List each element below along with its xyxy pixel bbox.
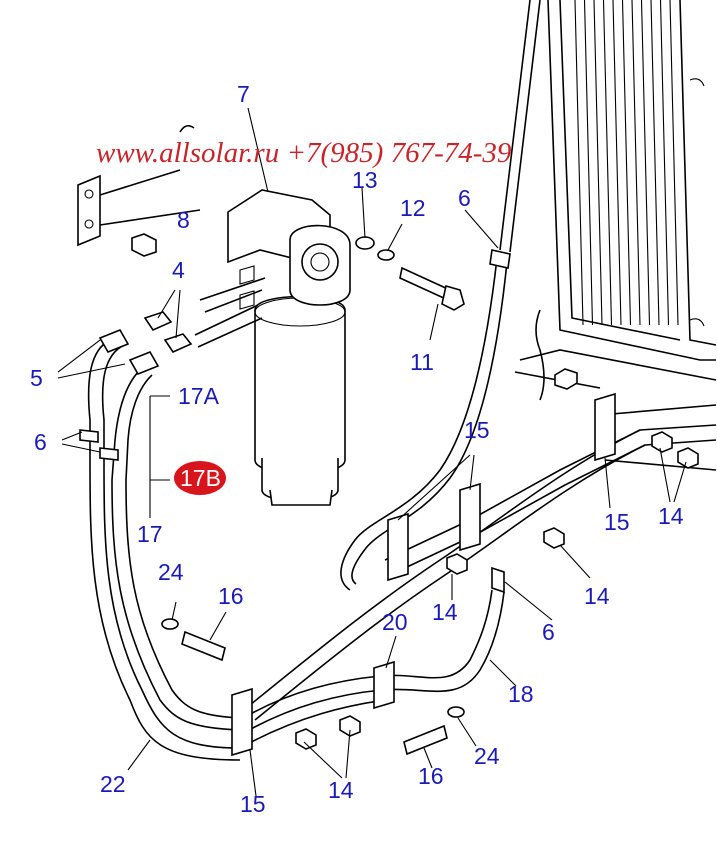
cooler-fin xyxy=(574,0,584,326)
callout-18: 18 xyxy=(508,681,534,707)
spacer-16a xyxy=(181,630,226,662)
bolt-8 xyxy=(131,233,157,257)
callout-24-left: 24 xyxy=(158,559,184,585)
hex-nut xyxy=(554,368,578,390)
hose-clamp xyxy=(489,249,511,269)
horizontal-hoses xyxy=(239,404,717,749)
callout-16-upper: 16 xyxy=(218,583,244,609)
callout-17A: 17A xyxy=(178,383,220,409)
callout-14-mid: 14 xyxy=(584,583,610,609)
washer-24b xyxy=(447,706,465,718)
bolts-14 xyxy=(295,431,699,750)
washer-24a xyxy=(161,618,179,630)
callout-5: 5 xyxy=(30,365,43,391)
callout-4: 4 xyxy=(172,257,185,283)
callout-17: 17 xyxy=(137,521,163,547)
clamp-6a xyxy=(79,429,99,443)
callout-14-center: 14 xyxy=(432,599,458,625)
filter-element-17A xyxy=(254,295,346,475)
callout-15-lower: 15 xyxy=(240,791,266,817)
cooler-fin xyxy=(640,0,651,326)
callout-14-lower: 14 xyxy=(328,777,354,803)
callout-14-right: 14 xyxy=(658,503,684,529)
cooler-fin xyxy=(593,0,603,326)
callout-7: 7 xyxy=(237,81,250,107)
callout-24-right: 24 xyxy=(474,743,500,769)
cooler-fin xyxy=(650,0,660,326)
callout-6-top: 6 xyxy=(458,185,471,211)
clamp-20 xyxy=(373,660,395,710)
fuel-filter-assembly xyxy=(194,189,351,506)
hose-upper-right xyxy=(340,0,541,591)
washer-12 xyxy=(377,249,395,261)
cooler-fins xyxy=(574,0,679,326)
cooler-fin xyxy=(612,0,622,326)
clamp-15c xyxy=(594,392,616,462)
clamp-15a xyxy=(387,512,409,582)
mounting-bracket xyxy=(77,124,201,257)
cooler-fin xyxy=(669,0,679,326)
callout-17B: 17B xyxy=(180,465,221,491)
bolt-11 xyxy=(399,266,451,302)
hose-clamp-6c xyxy=(491,566,505,594)
callout-6-right: 6 xyxy=(542,619,555,645)
callout-6-left: 6 xyxy=(34,429,47,455)
callout-16-lower: 16 xyxy=(418,763,444,789)
callout-12: 12 xyxy=(400,195,426,221)
fitting-5a xyxy=(98,328,130,354)
left-hoses xyxy=(79,328,241,761)
bracket-plate xyxy=(77,174,101,247)
watermark-text: www.allsolar.ru +7(985) 767-74-39 xyxy=(96,137,512,169)
clamp-6b xyxy=(99,447,119,461)
callout-22: 22 xyxy=(100,771,126,797)
callout-11: 11 xyxy=(410,349,434,375)
clamp-15b xyxy=(459,482,481,552)
callout-13: 13 xyxy=(352,167,378,193)
cooler-fin xyxy=(583,0,594,326)
callout-15-right: 15 xyxy=(604,509,630,535)
callout-15-upper: 15 xyxy=(464,417,490,443)
callout-8: 8 xyxy=(177,207,190,233)
fitting-5b xyxy=(128,350,160,376)
washer-13 xyxy=(355,236,375,250)
clamp-15d xyxy=(231,687,253,757)
cooler-fin xyxy=(602,0,613,326)
leader-lines xyxy=(57,107,687,797)
cooler-fin xyxy=(621,0,632,326)
fittings-4 xyxy=(143,311,193,354)
spacer-16b xyxy=(403,724,448,756)
cooler-fin xyxy=(659,0,670,326)
cooler-fin xyxy=(631,0,641,326)
callout-20: 20 xyxy=(382,609,408,635)
spacers-16 xyxy=(161,618,465,756)
oil-cooler xyxy=(514,0,717,401)
clamps-15 xyxy=(231,392,616,757)
small-parts-top xyxy=(355,236,465,311)
badge-17B xyxy=(174,461,226,495)
